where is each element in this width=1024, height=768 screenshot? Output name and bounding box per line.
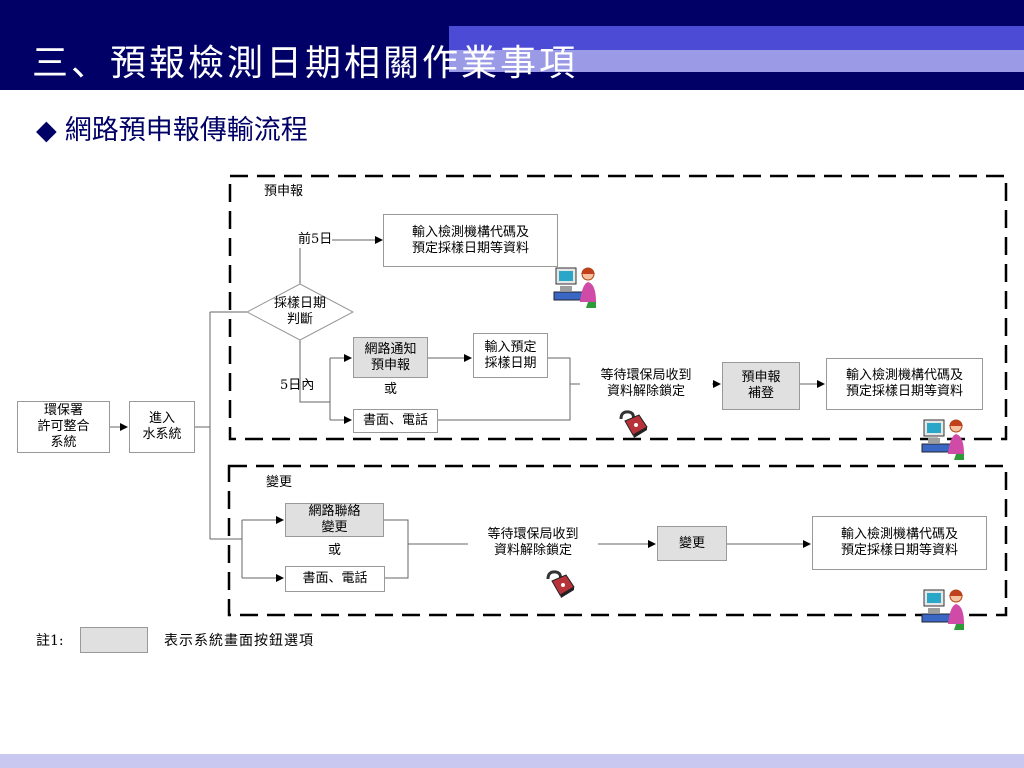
online-contact-change-button[interactable]: 網路聯絡 變更: [285, 503, 384, 537]
paper-phone-box: 書面、電話: [353, 409, 438, 433]
change-group-label: 變更: [266, 475, 293, 490]
slide-subtitle: ◆網路預申報傳輸流程: [36, 108, 308, 147]
legend-button-swatch: [80, 627, 148, 653]
bullet-diamond: ◆: [36, 115, 57, 146]
or-label-change: 或: [328, 543, 342, 558]
legend-note-label: 註1:: [36, 633, 64, 649]
wait-unlock-label: 等待環保局收到 資料解除鎖定: [580, 368, 712, 400]
footer-band: [0, 754, 1024, 768]
online-notice-button[interactable]: 網路通知 預申報: [353, 337, 428, 378]
header-stripe: [449, 26, 1024, 50]
supplement-button[interactable]: 預申報 補登: [722, 362, 800, 410]
input-agency-top-box: 輸入檢測機構代碼及 預定採樣日期等資料: [383, 214, 558, 267]
preregister-group-frame: [228, 174, 1008, 441]
input-agency-change-box: 輸入檢測機構代碼及 預定採樣日期等資料: [812, 516, 987, 570]
source-system-box: 環保署 許可整合 系統: [17, 401, 110, 453]
decision-label: 採樣日期 判斷: [273, 296, 326, 327]
preregister-group-label: 預申報: [264, 184, 304, 199]
branch-before-label: 前5日: [298, 232, 333, 248]
change-button[interactable]: 變更: [657, 526, 727, 561]
slide-title: 三、預報檢測日期相關作業事項: [32, 43, 579, 84]
header-stripe: [449, 50, 1024, 72]
padlock-icon: [546, 570, 575, 598]
computer-user-icon: [921, 589, 964, 630]
paper-phone-change-box: 書面、電話: [285, 566, 385, 592]
input-agency-right-box: 輸入檢測機構代碼及 預定採樣日期等資料: [826, 358, 983, 410]
legend-description: 表示系統畫面按鈕選項: [164, 633, 314, 649]
header-stripe: [0, 78, 1024, 90]
wait-unlock-change-label: 等待環保局收到 資料解除鎖定: [468, 527, 598, 559]
input-date-box: 輸入預定 採樣日期: [473, 333, 548, 378]
subtitle-text: 網路預申報傳輸流程: [64, 115, 308, 146]
enter-water-system-box: 進入 水系統: [129, 401, 195, 453]
branch-within-label: 5日內: [280, 378, 315, 393]
computer-user-icon: [553, 267, 596, 308]
padlock-icon: [619, 410, 648, 438]
computer-user-icon: [921, 419, 964, 460]
or-label: 或: [384, 382, 398, 397]
change-group-frame: [227, 464, 1008, 617]
decision-diamond: [245, 283, 355, 341]
